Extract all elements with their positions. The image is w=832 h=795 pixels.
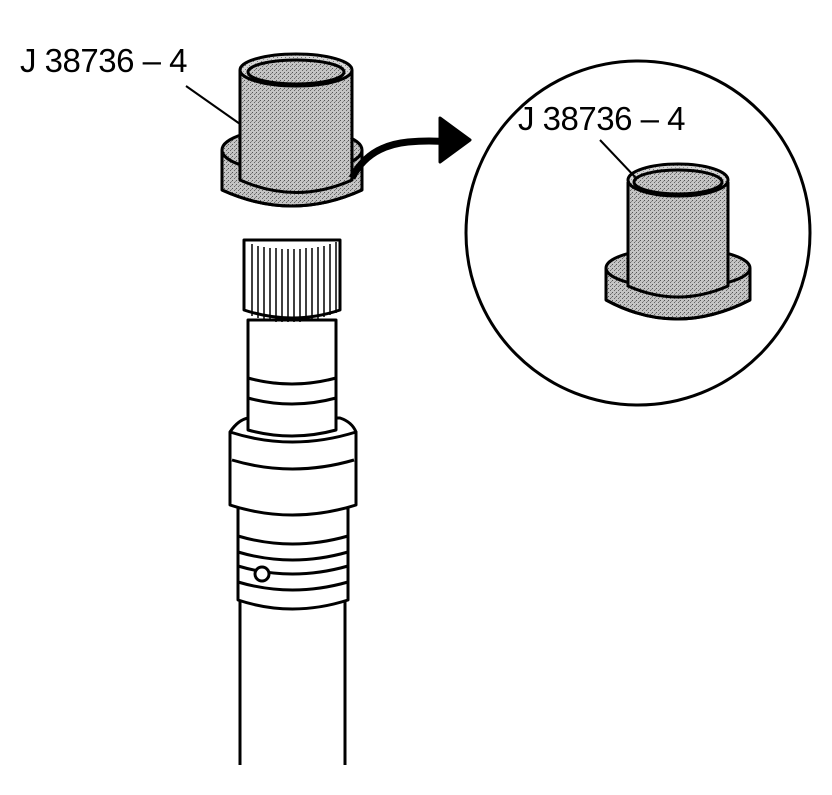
output-shaft (238, 590, 347, 765)
tool-callout-main: J 38736 – 4 (20, 42, 187, 79)
shaft-middle (246, 318, 338, 438)
shaft-splines (242, 238, 342, 322)
leader-line-inset (599, 139, 637, 179)
tool-callout-inset: J 38736 – 4 (518, 100, 685, 137)
installer-tool-inset (604, 162, 752, 321)
leader-line-main (185, 85, 241, 125)
installer-tool-main (220, 52, 364, 208)
arrowhead (438, 116, 472, 164)
shaft-groove-section (236, 506, 350, 611)
shaft-hole (253, 565, 271, 583)
arrow-to-inset (348, 137, 449, 180)
